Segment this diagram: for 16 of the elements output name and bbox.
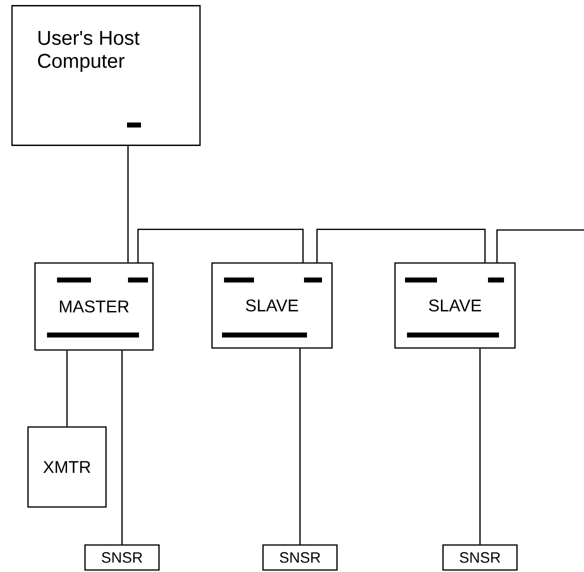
connector-line [127, 146, 129, 262]
connector-line [299, 348, 301, 544]
connector-line [137, 228, 304, 262]
module-box: SLAVE [211, 262, 333, 349]
connector-line [316, 228, 486, 262]
connector-line [121, 350, 123, 544]
computer-box: User's Host Computer [11, 5, 201, 146]
connector-line [496, 229, 584, 262]
connector-line [479, 348, 481, 544]
sensor-box: SNSR [84, 544, 160, 571]
module-box: MASTER [34, 262, 154, 351]
sensor-box: SNSR [442, 544, 518, 571]
connector-line [66, 350, 68, 426]
sensor-box: SNSR [262, 544, 338, 571]
transmitter-box: XMTR [27, 426, 107, 508]
module-box: SLAVE [394, 262, 516, 349]
